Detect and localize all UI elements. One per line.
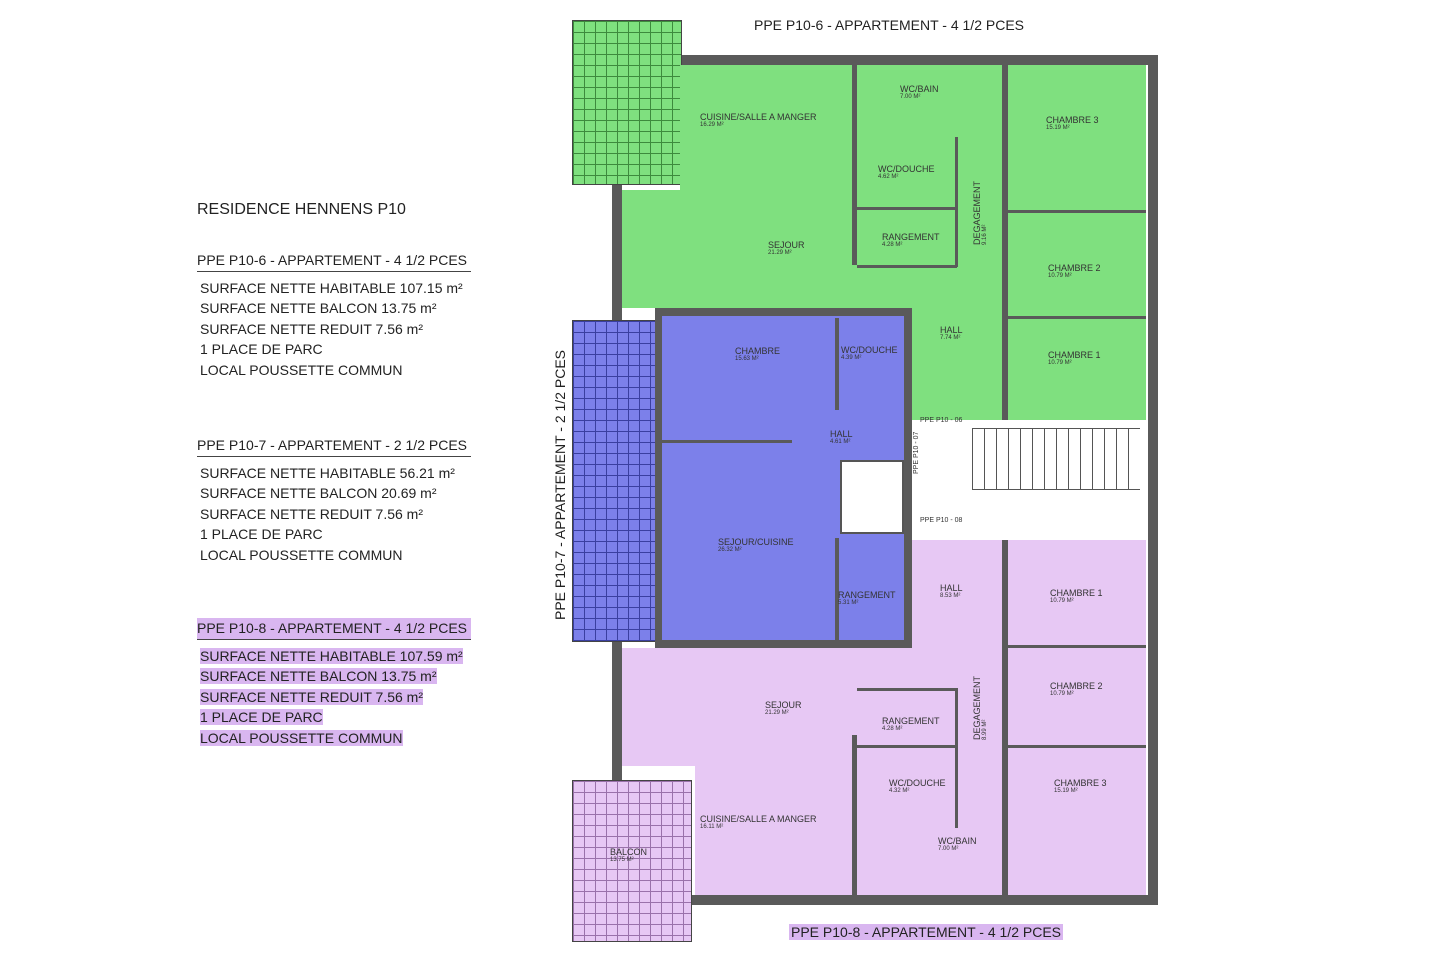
unit-heading: PPE P10-7 - APPARTEMENT - 2 1/2 PCES	[197, 435, 471, 457]
unit-line: 1 PLACE DE PARC	[200, 526, 323, 542]
unit-line: LOCAL POUSSETTE COMMUN	[200, 546, 403, 563]
unit-line: LOCAL POUSSETTE COMMUN	[200, 729, 403, 746]
unit-p10-8	[912, 540, 1146, 650]
residence-title: RESIDENCE HENNENS P10	[197, 201, 406, 218]
unit-line: SURFACE NETTE BALCON 13.75 m²	[200, 668, 437, 684]
unit-line: 1 PLACE DE PARC	[200, 341, 323, 357]
stair-label: PPE P10 - 07	[913, 431, 920, 474]
balcony-p10-7	[572, 320, 657, 642]
staircase	[972, 428, 1140, 490]
unit-line: SURFACE NETTE HABITABLE 107.15 m²	[200, 279, 463, 296]
unit-p10-6	[680, 65, 1146, 193]
unit-line: SURFACE NETTE BALCON 13.75 m²	[200, 300, 437, 316]
unit-line: SURFACE NETTE HABITABLE 107.59 m²	[200, 647, 463, 664]
balcony-p10-8	[572, 780, 692, 942]
unit-line: 1 PLACE DE PARC	[200, 709, 323, 725]
unit-line: LOCAL POUSSETTE COMMUN	[200, 361, 403, 378]
plan-bottom-title: PPE P10-8 - APPARTEMENT - 4 1/2 PCES	[789, 924, 1063, 940]
unit-line: SURFACE NETTE REDUIT 7.56 m²	[200, 505, 424, 522]
unit-line: SURFACE NETTE REDUIT 7.56 m²	[200, 688, 424, 705]
unit-line: SURFACE NETTE REDUIT 7.56 m²	[200, 320, 424, 337]
balcony-p10-6	[572, 20, 682, 185]
unit-heading: PPE P10-6 - APPARTEMENT - 4 1/2 PCES	[197, 250, 471, 272]
unit-summary-p10-6: PPE P10-6 - APPARTEMENT - 4 1/2 PCES SUR…	[197, 250, 471, 380]
unit-line: SURFACE NETTE HABITABLE 56.21 m²	[200, 464, 455, 481]
plan-top-title: PPE P10-6 - APPARTEMENT - 4 1/2 PCES	[754, 17, 1024, 33]
unit-heading: PPE P10-8 - APPARTEMENT - 4 1/2 PCES	[197, 618, 471, 640]
unit-summary-p10-8: PPE P10-8 - APPARTEMENT - 4 1/2 PCES SUR…	[197, 618, 471, 748]
stair-label: PPE P10 - 08	[920, 517, 963, 524]
plan-side-title: PPE P10-7 - APPARTEMENT - 2 1/2 PCES	[552, 350, 568, 620]
stair-label: PPE P10 - 06	[920, 417, 963, 424]
elevator	[840, 460, 904, 534]
unit-line: SURFACE NETTE BALCON 20.69 m²	[200, 485, 437, 501]
unit-summary-p10-7: PPE P10-7 - APPARTEMENT - 2 1/2 PCES SUR…	[197, 435, 471, 565]
